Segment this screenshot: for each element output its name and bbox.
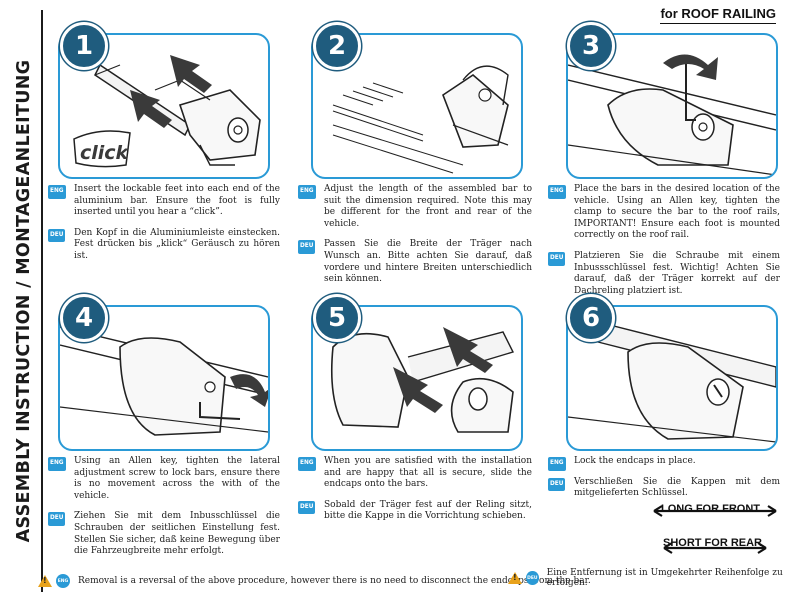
step-4-text: ENG Using an Allen key, tighten the later… — [48, 456, 280, 558]
side-title: ASSEMBLY INSTRUCTION / MONTAGEANLEITUNG — [14, 59, 34, 543]
step-5-deu-text: Sobald der Träger fest auf der Reling si… — [324, 499, 532, 522]
lang-tag-deu: DEU — [548, 251, 566, 266]
lang-tag-eng: ENG — [548, 185, 566, 199]
click-callout: click — [73, 130, 131, 168]
step-2-eng-text: Adjust the length of the assembled bar t… — [324, 184, 532, 229]
step-1-deu-text: Den Kopf in die Aluminiumleiste einsteck… — [74, 227, 280, 261]
step-5-deu: DEU Sobald der Träger fest auf der Reling… — [298, 500, 532, 523]
step-1-text: ENG Insert the lockable feet into each en… — [48, 184, 280, 263]
footer-note-deu: DEU Eine Entfernung ist in Umgekehrter R… — [508, 568, 800, 588]
step-3-deu-text: Platzieren Sie die Schraube mit einem In… — [574, 250, 780, 296]
lang-tag-eng: ENG — [48, 457, 66, 471]
step-2-deu: DEU Passen Sie die Breite der Träger nach… — [298, 239, 532, 285]
step-6-text: ENG Lock the endcaps in place. DEU Verschl… — [548, 456, 780, 500]
lang-tag-eng: ENG — [548, 457, 566, 471]
step-6-eng-text: Lock the endcaps in place. — [574, 456, 696, 466]
step-5-eng-text: When you are satisfied with the installa… — [324, 456, 532, 490]
lang-tag-eng: ENG — [298, 185, 316, 199]
step-2-deu-text: Passen Sie die Breite der Träger nach Wu… — [324, 239, 532, 285]
step-1-eng: ENG Insert the lockable feet into each en… — [48, 184, 280, 219]
step-2-drawing — [332, 65, 509, 174]
step-4-drawing — [60, 326, 268, 436]
step-1-eng-text: Insert the lockable feet into each end o… — [74, 184, 280, 218]
step-3-badge: 3 — [567, 22, 615, 70]
step-6-eng: ENG Lock the endcaps in place. — [548, 456, 780, 471]
step-6-drawing — [568, 321, 776, 443]
lang-badge-deu: DEU — [526, 571, 539, 585]
step-3-text: ENG Place the bars in the desired locatio… — [548, 184, 780, 297]
step-4-eng: ENG Using an Allen key, tighten the later… — [48, 456, 280, 502]
warning-icon — [38, 575, 52, 587]
short-for-rear-label: SHORT FOR REAR — [663, 537, 762, 549]
step-5-text: ENG When you are satisfied with the insta… — [298, 456, 532, 523]
step-4-deu: DEU Ziehen Sie mit dem Inbusschlüssel die… — [48, 511, 280, 557]
step-3-eng-text: Place the bars in the desired location o… — [574, 184, 780, 241]
footer-eng-text: Removal is a reversal of the above proce… — [78, 576, 591, 586]
step-1-drawing: click — [73, 55, 261, 168]
step-2-text: ENG Adjust the length of the assembled ba… — [298, 184, 532, 286]
lang-tag-deu: DEU — [298, 240, 316, 254]
step-3-illustration — [566, 33, 778, 179]
step-6-deu: DEU Verschließen Sie die Kappen mit dem m… — [548, 477, 780, 500]
step-1-illustration: click — [58, 33, 270, 179]
lang-tag-deu: DEU — [48, 512, 66, 526]
step-4-badge: 4 — [60, 294, 108, 342]
step-2-badge: 2 — [313, 22, 361, 70]
step-5-eng: ENG When you are satisfied with the insta… — [298, 456, 532, 491]
step-4-eng-text: Using an Allen key, tighten the lateral … — [74, 456, 280, 501]
lang-tag-deu: DEU — [548, 477, 566, 492]
step-2-eng: ENG Adjust the length of the assembled ba… — [298, 184, 532, 230]
long-for-front-label: LONG FOR FRONT — [661, 503, 760, 515]
step-1-deu: DEU Den Kopf in die Aluminiumleiste einst… — [48, 228, 280, 263]
lang-tag-eng: ENG — [48, 185, 66, 199]
step-5-drawing — [330, 327, 514, 433]
lang-tag-deu: DEU — [298, 500, 316, 515]
step-5-badge: 5 — [313, 294, 361, 342]
top-label: for ROOF RAILING — [660, 6, 776, 24]
step-3-drawing — [568, 54, 776, 176]
step-4-deu-text: Ziehen Sie mit dem Inbusschlüssel die Sc… — [74, 511, 280, 557]
step-1-badge: 1 — [60, 22, 108, 70]
length-arrows — [653, 505, 777, 554]
side-divider — [41, 10, 43, 592]
click-label: click — [80, 142, 130, 164]
step-5-illustration — [311, 305, 523, 451]
step-3-eng: ENG Place the bars in the desired locatio… — [548, 184, 780, 242]
lang-tag-eng: ENG — [298, 457, 316, 471]
warning-icon — [508, 572, 522, 584]
footer-note-eng: ENG Removal is a reversal of the above p… — [38, 574, 591, 588]
step-6-deu-text: Verschließen Sie die Kappen mit dem mitg… — [574, 476, 780, 499]
step-3-deu: DEU Platzieren Sie die Schraube mit einem… — [548, 251, 780, 297]
lang-tag-deu: DEU — [48, 228, 66, 243]
lang-badge-eng: ENG — [56, 574, 70, 588]
step-6-badge: 6 — [567, 294, 615, 342]
footer-deu-text: Eine Entfernung ist in Umgekehrter Reihe… — [546, 568, 783, 588]
